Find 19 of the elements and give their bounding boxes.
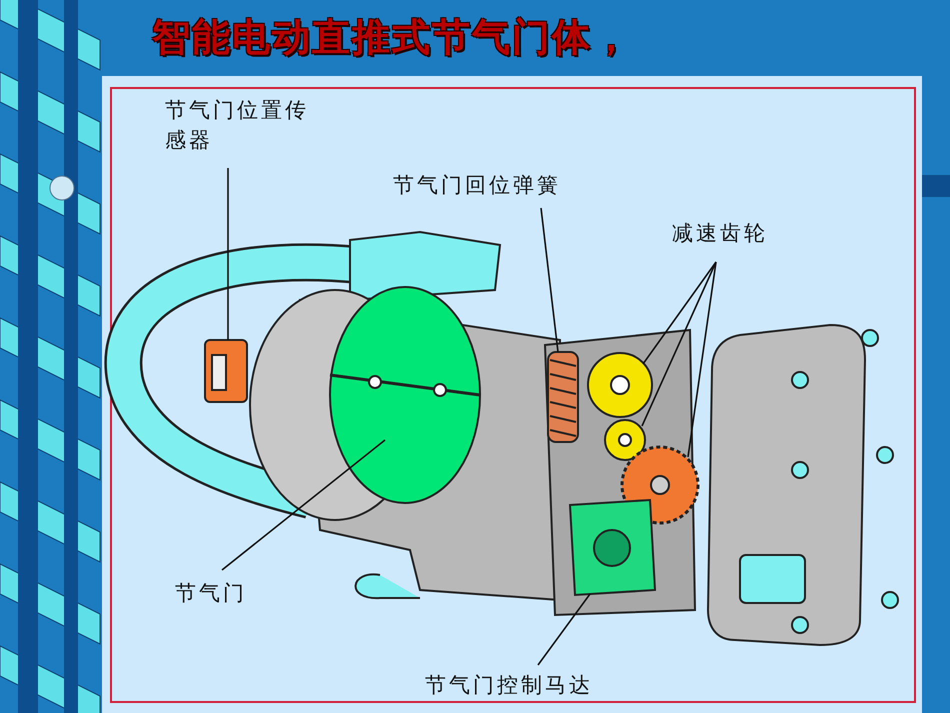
throttle-plate-drawing	[329, 286, 481, 504]
slide-title: 智能电动直推式节气门体，	[152, 14, 632, 61]
part-label: 节气门回位弹簧	[393, 170, 613, 200]
leader-line	[540, 208, 559, 352]
leader-line	[641, 262, 717, 426]
gear-drawing	[604, 419, 646, 461]
leader-line	[537, 594, 591, 666]
part-label: 节气门控制马达	[425, 670, 645, 700]
part-label: 减速齿轮	[672, 218, 802, 248]
part-label: 节气门位置传感器	[165, 95, 325, 155]
leader-line	[687, 262, 717, 458]
sensor-drawing	[204, 339, 248, 403]
part-label: 节气门	[175, 578, 275, 608]
motor-drawing	[568, 498, 656, 596]
leader-line	[227, 168, 229, 340]
gear-drawing	[587, 352, 653, 418]
leader-line	[642, 262, 717, 364]
leader-line	[222, 439, 386, 571]
spring-drawing	[547, 351, 579, 443]
